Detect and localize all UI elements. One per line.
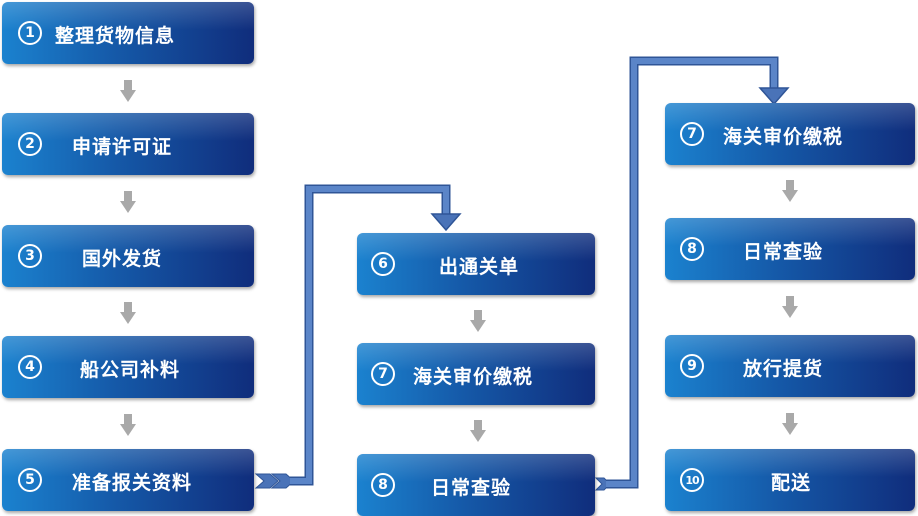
- step-label: 日常查验: [431, 477, 512, 499]
- step-number: 6: [371, 252, 395, 276]
- step-number: 8: [680, 237, 704, 261]
- step-label: 船公司补料: [80, 359, 181, 381]
- down-arrow-icon: [120, 414, 136, 436]
- down-arrow-icon: [120, 302, 136, 324]
- connector-col1-to-col2: [254, 184, 462, 489]
- step-number: 4: [18, 355, 42, 379]
- step-number: 2: [18, 132, 42, 156]
- step-number: 7: [680, 122, 704, 146]
- step-number: 8: [371, 473, 395, 497]
- step-number: 5: [18, 468, 42, 492]
- step-box-col3-1: 7 海关审价缴税: [665, 103, 915, 165]
- step-label: 日常查验: [743, 241, 824, 263]
- step-label: 申请许可证: [72, 136, 173, 158]
- step-box-col1-5: 5 准备报关资料: [2, 449, 254, 511]
- step-label: 放行提货: [743, 358, 824, 380]
- step-box-col2-3: 8 日常查验: [357, 454, 595, 516]
- step-box-col2-2: 7 海关审价缴税: [357, 343, 595, 405]
- step-box-col1-1: 1 整理货物信息: [2, 2, 254, 64]
- step-number: 7: [371, 362, 395, 386]
- step-number: 10: [680, 468, 704, 492]
- down-arrow-icon: [120, 80, 136, 102]
- step-box-col1-2: 2 申请许可证: [2, 113, 254, 175]
- down-arrow-icon: [120, 191, 136, 213]
- down-arrow-icon: [782, 413, 798, 435]
- step-label: 出通关单: [439, 256, 520, 278]
- step-box-col2-1: 6 出通关单: [357, 233, 595, 295]
- down-arrow-icon: [470, 420, 486, 442]
- step-label: 配送: [771, 472, 812, 494]
- step-label: 国外发货: [82, 248, 163, 270]
- step-box-col3-3: 9 放行提货: [665, 335, 915, 397]
- step-box-col3-2: 8 日常查验: [665, 218, 915, 280]
- down-arrow-icon: [782, 180, 798, 202]
- step-number: 3: [18, 244, 42, 268]
- down-arrow-icon: [470, 310, 486, 332]
- step-box-col1-4: 4 船公司补料: [2, 336, 254, 398]
- step-label: 海关审价缴税: [723, 126, 844, 148]
- step-label: 准备报关资料: [72, 472, 193, 494]
- step-number: 9: [680, 354, 704, 378]
- connector-col2-to-col3: [594, 56, 790, 491]
- step-box-col1-3: 3 国外发货: [2, 225, 254, 287]
- step-label: 海关审价缴税: [413, 366, 534, 388]
- down-arrow-icon: [782, 296, 798, 318]
- step-label: 整理货物信息: [55, 25, 176, 47]
- step-number: 1: [18, 21, 42, 45]
- step-box-col3-4: 10 配送: [665, 449, 915, 511]
